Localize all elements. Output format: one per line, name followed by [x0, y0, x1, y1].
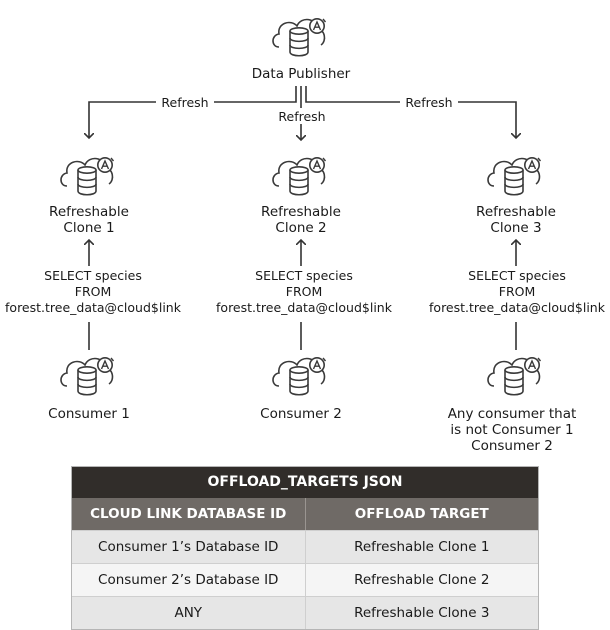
query-1-line3: forest.tree_data@cloud$link: [5, 300, 182, 315]
refresh-label-right: Refresh: [405, 95, 452, 110]
query-2-line3: forest.tree_data@cloud$link: [216, 300, 393, 315]
refresh-label-center: Refresh: [278, 109, 325, 124]
clone-2-label-line1: Refreshable: [261, 204, 341, 220]
clone-3-label-line1: Refreshable: [476, 204, 556, 220]
consumer-2-label: Consumer 2: [260, 406, 342, 422]
clone-1-label-line2: Clone 1: [63, 220, 114, 236]
table-row: Consumer 2’s Database ID Refreshable Clo…: [72, 563, 538, 596]
consumer-3-database-icon: [487, 356, 542, 396]
column-header-offload-target: OFFLOAD TARGET: [354, 506, 489, 522]
query-arrows: [89, 240, 516, 350]
table-cell: Consumer 1’s Database ID: [72, 531, 306, 563]
table-cell: Refreshable Clone 3: [354, 605, 490, 621]
clone-2-database-icon: [272, 157, 327, 196]
clone-3-label-line2: Clone 3: [490, 220, 541, 236]
consumer-3-label-line2: is not Consumer 1: [450, 422, 573, 438]
clone-3-database-icon: [487, 157, 542, 196]
query-2-line2: FROM: [286, 284, 323, 299]
offload-targets-table: OFFLOAD_TARGETS JSON CLOUD LINK DATABASE…: [71, 466, 539, 630]
table-cell: Refreshable Clone 1: [354, 539, 490, 555]
refresh-label-left: Refresh: [161, 95, 208, 110]
table-row: Consumer 1’s Database ID Refreshable Clo…: [72, 530, 538, 563]
query-1-line1: SELECT species: [44, 268, 142, 283]
clone-1-label-line1: Refreshable: [49, 204, 129, 220]
consumer-1-database-icon: [60, 356, 115, 396]
table-cell: Refreshable Clone 2: [354, 572, 490, 588]
query-1-line2: FROM: [75, 284, 112, 299]
column-header-cloud-link-id: CLOUD LINK DATABASE ID: [72, 498, 306, 530]
query-3-line1: SELECT species: [468, 268, 566, 283]
consumer-2-database-icon: [272, 356, 327, 396]
clone-2-label-line2: Clone 2: [275, 220, 326, 236]
consumer-3-label-line1: Any consumer that: [448, 406, 577, 422]
table-cell: ANY: [72, 597, 306, 629]
architecture-diagram: Data Publisher Refresh Refresh Refresh R…: [5, 17, 606, 454]
publisher-database-icon: [272, 17, 327, 57]
consumer-1-label: Consumer 1: [48, 406, 130, 422]
table-cell: Consumer 2’s Database ID: [72, 564, 306, 596]
consumer-3-label-line3: Consumer 2: [471, 438, 553, 454]
query-3-line2: FROM: [499, 284, 536, 299]
query-2-line1: SELECT species: [255, 268, 353, 283]
query-3-line3: forest.tree_data@cloud$link: [429, 300, 606, 315]
table-header-row: CLOUD LINK DATABASE ID OFFLOAD TARGET: [72, 498, 538, 530]
table-title: OFFLOAD_TARGETS JSON: [72, 467, 538, 498]
table-row: ANY Refreshable Clone 3: [72, 596, 538, 629]
clone-1-database-icon: [60, 157, 115, 196]
publisher-label: Data Publisher: [252, 66, 351, 82]
